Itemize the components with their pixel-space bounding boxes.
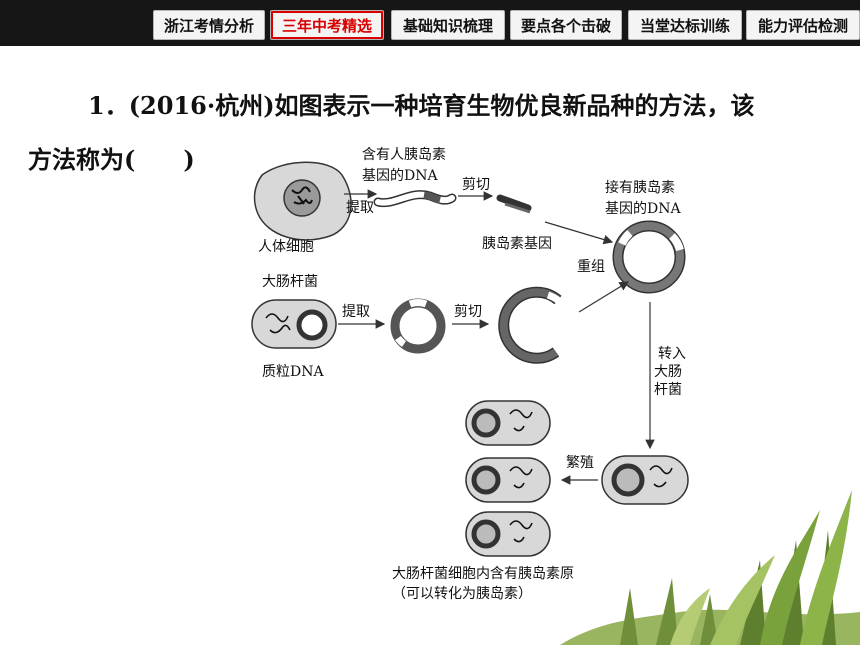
label-transfer-line1: 转入 <box>658 346 686 362</box>
tab-key-points[interactable]: 要点各个击破 <box>510 10 622 40</box>
label-transfer-line3: 杆菌 <box>654 382 682 398</box>
label-insulin-gene: 胰岛素基因 <box>482 235 552 252</box>
question-text-line1: 1．(2016·杭州)如图表示一种培育生物优良新品种的方法，该 <box>88 91 755 120</box>
tab-three-year-selection[interactable]: 三年中考精选 <box>270 10 384 40</box>
label-human-dna-line2: 基因的DNA <box>362 167 438 184</box>
label-plasmid-dna: 质粒DNA <box>262 364 324 380</box>
label-human-dna-line1: 含有人胰岛素 <box>362 147 446 163</box>
label-human-cell: 人体细胞 <box>258 239 314 255</box>
arrow-to-recombinant <box>544 221 614 245</box>
tab-class-training[interactable]: 当堂达标训练 <box>628 10 742 40</box>
label-result-line1: 大肠杆菌细胞内含有胰岛素原 <box>392 566 574 582</box>
label-result-line2: （可以转化为胰岛素） <box>392 586 532 602</box>
label-extract-top: 提取 <box>346 200 374 216</box>
label-recombinant-line1: 接有胰岛素 <box>605 179 675 196</box>
tab-basic-knowledge[interactable]: 基础知识梳理 <box>391 10 505 40</box>
recombinant-plasmid <box>612 220 686 294</box>
offspring-bacterium <box>465 511 551 557</box>
label-ecoli: 大肠杆菌 <box>262 274 318 290</box>
ecoli-cell <box>251 299 337 349</box>
human-dna-strand <box>373 190 457 208</box>
label-reproduce: 繁殖 <box>566 454 594 471</box>
question-text-line2: 方法称为( ) <box>28 145 195 174</box>
label-transfer-line2: 大肠 <box>654 364 682 380</box>
label-cut-top: 剪切 <box>462 177 490 193</box>
offspring-bacterium <box>465 457 551 503</box>
label-recombine: 重组 <box>577 259 605 275</box>
plasmid-ring <box>390 298 446 354</box>
human-cell <box>253 161 352 241</box>
recombinant-bacterium <box>601 455 689 505</box>
offspring-bacterium <box>465 400 551 446</box>
tab-ability-assessment[interactable]: 能力评估检测 <box>746 10 860 40</box>
label-extract-mid: 提取 <box>342 304 370 320</box>
grass-decoration <box>560 490 860 645</box>
label-cut-mid: 剪切 <box>454 304 482 320</box>
label-recombinant-line2: 基因的DNA <box>605 200 681 217</box>
cut-plasmid <box>498 286 563 364</box>
tab-exam-analysis[interactable]: 浙江考情分析 <box>153 10 265 40</box>
arrow-plasmid-to-recombinant <box>578 281 630 313</box>
insulin-gene-fragment <box>496 194 532 214</box>
